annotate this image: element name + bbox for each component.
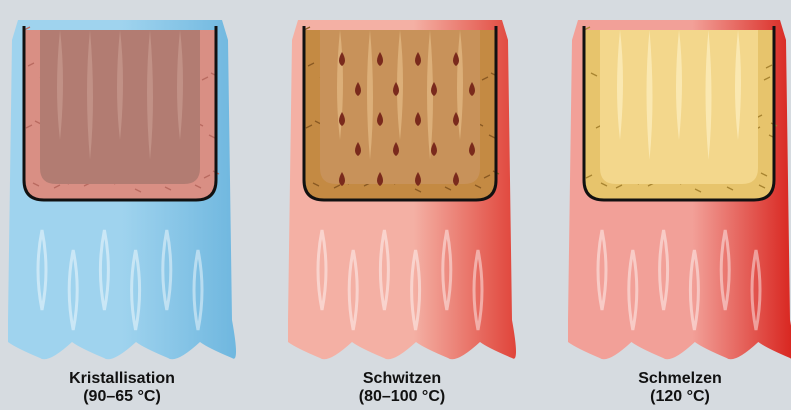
stage-illustration-0 — [8, 20, 236, 359]
stage-caption-schmelzen: Schmelzen (120 °C) — [580, 370, 780, 406]
stage-caption-schwitzen: Schwitzen (80–100 °C) — [302, 370, 502, 406]
stage-name: Schwitzen — [302, 370, 502, 388]
stage-name: Kristallisation — [22, 370, 222, 388]
stage-illustration-1 — [288, 20, 516, 359]
stage-name: Schmelzen — [580, 370, 780, 388]
stage-illustration-2 — [568, 20, 791, 359]
stage-caption-kristallisation: Kristallisation (90–65 °C) — [22, 370, 222, 406]
stage-temperature: (80–100 °C) — [302, 388, 502, 406]
stage-temperature: (120 °C) — [580, 388, 780, 406]
stage-temperature: (90–65 °C) — [22, 388, 222, 406]
